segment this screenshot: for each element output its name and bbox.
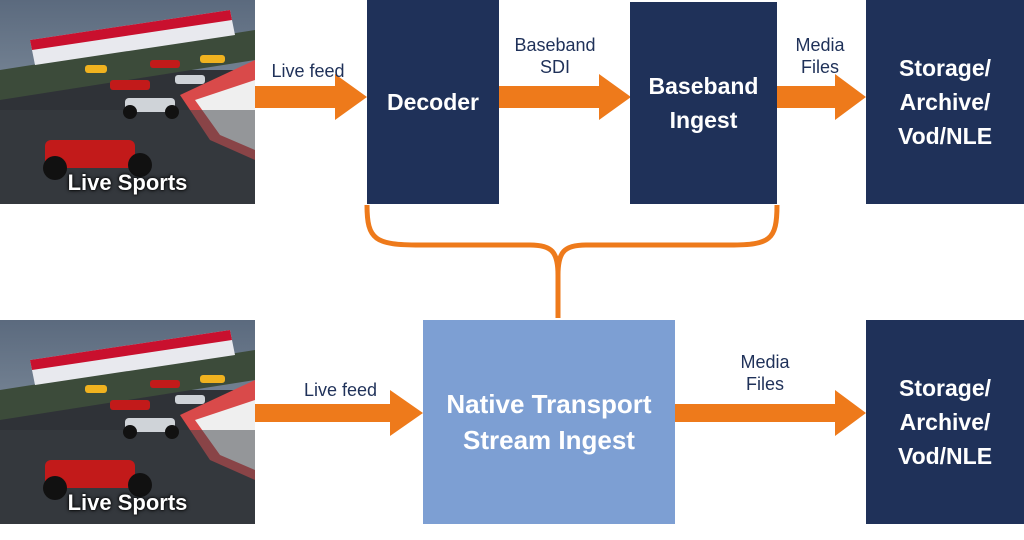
arrow-media-files-top [777, 74, 866, 120]
live-sports-caption: Live Sports [67, 170, 188, 195]
baseband-ingest-box: Baseband Ingest [630, 2, 777, 204]
live-sports-caption: Live Sports [67, 490, 188, 515]
storage-box-bottom: Storage/ Archive/ Vod/NLE [866, 320, 1024, 524]
curly-brace-connector-icon [364, 204, 780, 318]
live-feed-label-bottom: Live feed [303, 380, 378, 400]
storage-label-top: Storage/ Archive/ Vod/NLE [897, 55, 993, 149]
racing-photo-icon [0, 320, 255, 524]
media-files-label-bottom: Media Files [740, 352, 790, 394]
baseband-sdi-label: Baseband SDI [514, 35, 596, 77]
native-ingest-label: Native Transport Stream Ingest [446, 389, 652, 455]
media-files-label-top: Media Files [795, 35, 845, 77]
arrow-media-files-bottom [675, 390, 866, 436]
arrow-baseband-sdi [499, 74, 631, 120]
live-sports-photo-bottom: Live Sports [0, 320, 255, 524]
storage-box-top: Storage/ Archive/ Vod/NLE [866, 0, 1024, 204]
arrow-live-feed-bottom [255, 390, 423, 436]
live-sports-photo-top: Live Sports [0, 0, 255, 204]
baseband-ingest-label: Baseband Ingest [648, 73, 759, 133]
racing-photo-icon [0, 0, 255, 204]
arrow-live-feed-top [255, 74, 367, 120]
live-feed-label-top: Live feed [271, 61, 345, 81]
native-ingest-box: Native Transport Stream Ingest [423, 320, 675, 524]
decoder-label: Decoder [386, 89, 480, 115]
decoder-box: Decoder [367, 0, 499, 204]
storage-label-bottom: Storage/ Archive/ Vod/NLE [897, 375, 993, 469]
